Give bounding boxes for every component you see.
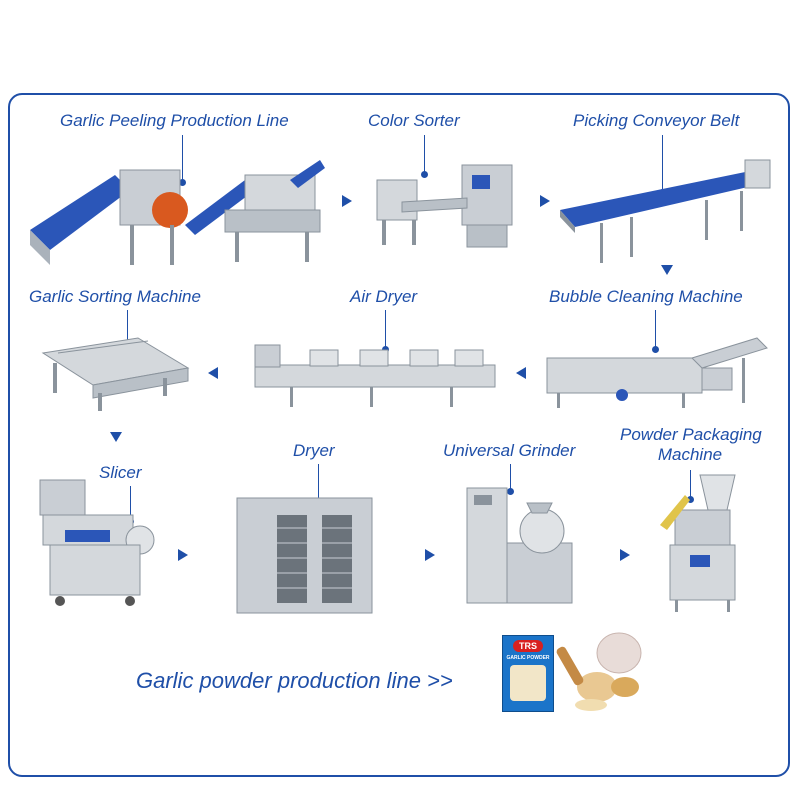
- label-air-dryer: Air Dryer: [350, 287, 417, 307]
- slicer-image: [35, 475, 160, 615]
- flow-arrow-right: [425, 549, 435, 561]
- universal-grinder-image: [462, 483, 582, 613]
- label-powder-packaging-line1: Powder Packaging: [620, 425, 760, 445]
- bubble-cleaning-image: [542, 333, 777, 413]
- flow-arrow-left: [516, 367, 526, 379]
- flow-arrow-down: [110, 432, 122, 442]
- product-name: GARLIC POWDER: [503, 655, 553, 661]
- brand-logo: TRS: [513, 640, 543, 652]
- color-sorter-image: [372, 160, 522, 255]
- label-universal-grinder: Universal Grinder: [443, 441, 575, 461]
- label-powder-packaging: Powder Packaging Machine: [620, 425, 760, 465]
- flow-arrow-right: [342, 195, 352, 207]
- product-window: [510, 665, 546, 701]
- garlic-peeling-line-image: [20, 150, 330, 275]
- footer-title: Garlic powder production line >>: [136, 668, 453, 694]
- garlic-illustration: [557, 625, 647, 715]
- flow-arrow-down: [661, 265, 673, 275]
- flow-arrow-right: [620, 549, 630, 561]
- dryer-image: [232, 493, 382, 623]
- label-color-sorter: Color Sorter: [368, 111, 460, 131]
- picking-conveyor-image: [555, 155, 785, 265]
- flow-arrow-right: [178, 549, 188, 561]
- powder-packaging-image: [655, 470, 750, 615]
- label-powder-packaging-line2: Machine: [620, 445, 760, 465]
- air-dryer-image: [250, 330, 500, 410]
- product-package: TRS GARLIC POWDER: [502, 635, 554, 712]
- garlic-sorting-image: [38, 333, 198, 413]
- flow-arrow-right: [540, 195, 550, 207]
- label-bubble-cleaning: Bubble Cleaning Machine: [549, 287, 743, 307]
- label-garlic-sorting: Garlic Sorting Machine: [29, 287, 201, 307]
- label-garlic-peeling: Garlic Peeling Production Line: [60, 111, 289, 131]
- label-picking-conveyor: Picking Conveyor Belt: [573, 111, 739, 131]
- flow-arrow-left: [208, 367, 218, 379]
- label-dryer: Dryer: [293, 441, 335, 461]
